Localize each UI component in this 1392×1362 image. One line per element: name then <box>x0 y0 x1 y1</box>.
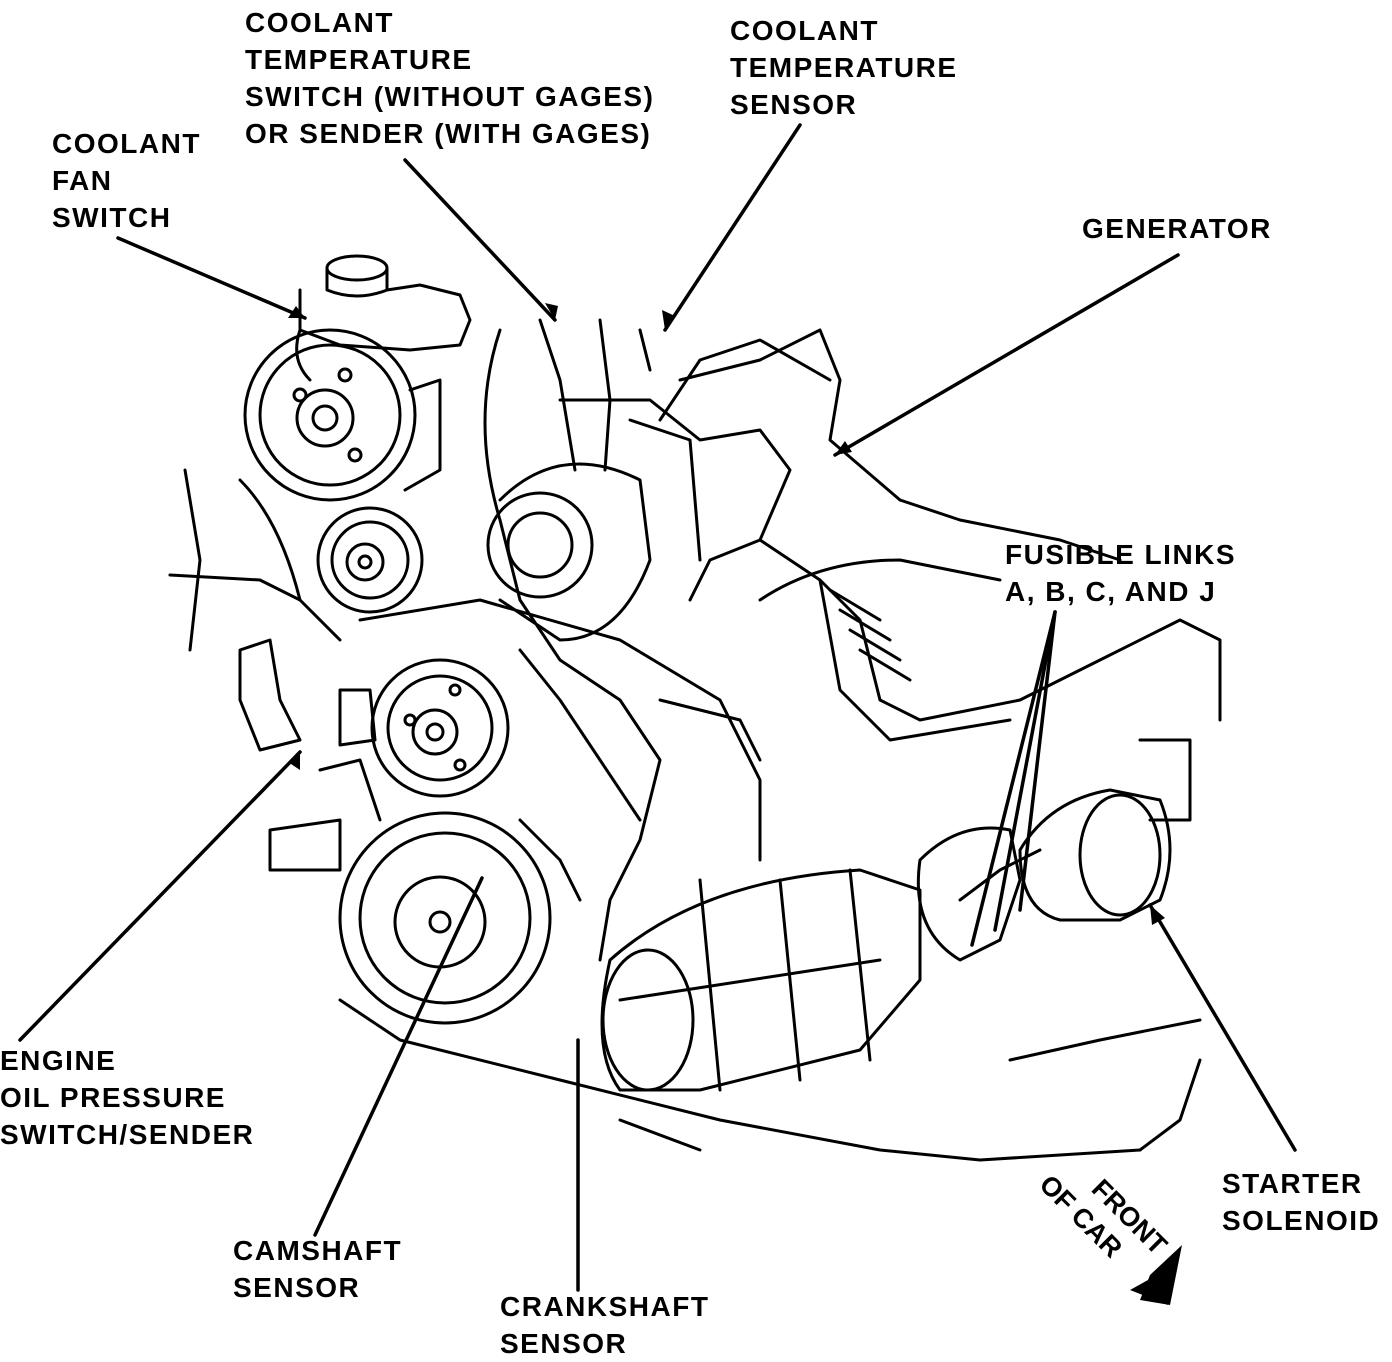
generator-body <box>486 338 832 642</box>
water-pump-pulley <box>370 658 510 798</box>
label-coolant-temperature-sensor: COOLANT TEMPERATURE SENSOR <box>730 15 958 120</box>
exhaust-manifold <box>600 868 922 1092</box>
arrow-heads <box>288 303 1165 925</box>
label-coolant-temperature-switch: COOLANT TEMPERATURE SWITCH (WITHOUT GAGE… <box>245 7 655 149</box>
power-steering-pulley <box>243 328 442 502</box>
wiring-harness <box>168 318 1042 962</box>
label-generator: GENERATOR <box>1082 213 1272 244</box>
crankshaft-pulley <box>338 811 552 1025</box>
label-fusible-links: FUSIBLE LINKS A, B, C, AND J <box>1005 539 1237 607</box>
starter-motor <box>916 738 1192 962</box>
coolant-fan-switch-body <box>238 638 377 752</box>
label-starter-solenoid: STARTER SOLENOID <box>1222 1168 1381 1236</box>
leader-lines <box>18 123 1297 1292</box>
label-camshaft-sensor: CAMSHAFT SENSOR <box>233 1235 403 1303</box>
label-crankshaft-sensor: CRANKSHAFT SENSOR <box>500 1291 710 1359</box>
engine-block <box>268 328 1222 1162</box>
idler-pulley <box>316 506 424 614</box>
label-coolant-fan-switch: COOLANT FAN SWITCH <box>52 128 201 233</box>
power-steering-reservoir <box>295 254 472 382</box>
label-engine-oil-pressure-switch: ENGINE OIL PRESSURE SWITCH/SENDER <box>0 1045 255 1150</box>
front-of-car-arrow <box>1130 1245 1182 1305</box>
